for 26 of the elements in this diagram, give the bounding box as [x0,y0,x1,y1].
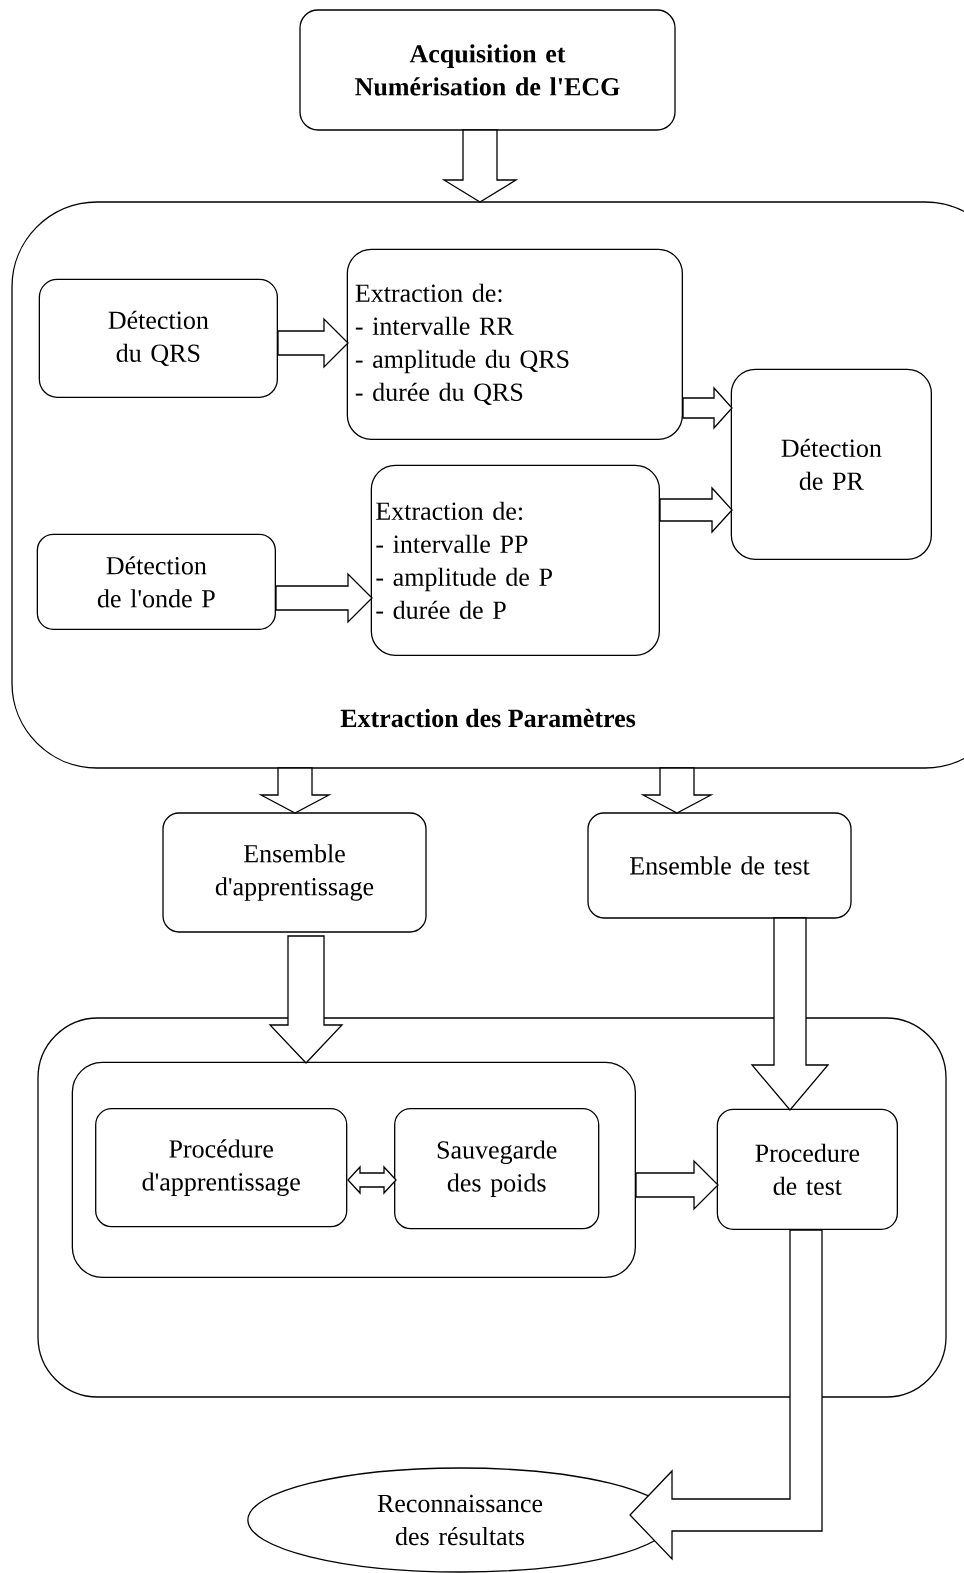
block-arrow [682,386,733,430]
process-box: Détection du QRS [38,278,278,398]
block-arrow [258,767,332,814]
block-arrow [277,317,349,369]
block-arrow [629,1229,823,1561]
container-box [71,1061,636,1278]
block-arrow [750,917,830,1111]
block-arrow [640,767,714,814]
process-box: Détection de PR [730,368,932,560]
process-box: Ensemble de test [587,812,852,919]
block-arrow [441,129,519,203]
block-arrow [659,486,733,534]
process-box: Procedure de test [716,1108,898,1230]
box-title: Extraction des Paramètres [340,708,636,728]
process-box: Acquisition et Numérisation de l'ECG [299,9,676,131]
process-box: Détection de l'onde P [36,533,276,630]
process-box: Ensemble d'apprentissage [162,812,427,933]
process-box: Sauvegarde des poids [394,1108,600,1230]
block-arrow [275,572,373,624]
process-box: Extraction de: - intervalle PP - amplitude de P - durée de P [370,464,660,656]
process-box: Extraction de: - intervalle RR - amplitude du QRS - durée du QRS [346,248,683,440]
block-arrow [268,935,344,1064]
container-box [37,1017,947,1398]
process-box: Procédure d'apprentissage [95,1108,348,1228]
block-arrow [635,1159,719,1211]
block-arrow [347,1165,397,1195]
